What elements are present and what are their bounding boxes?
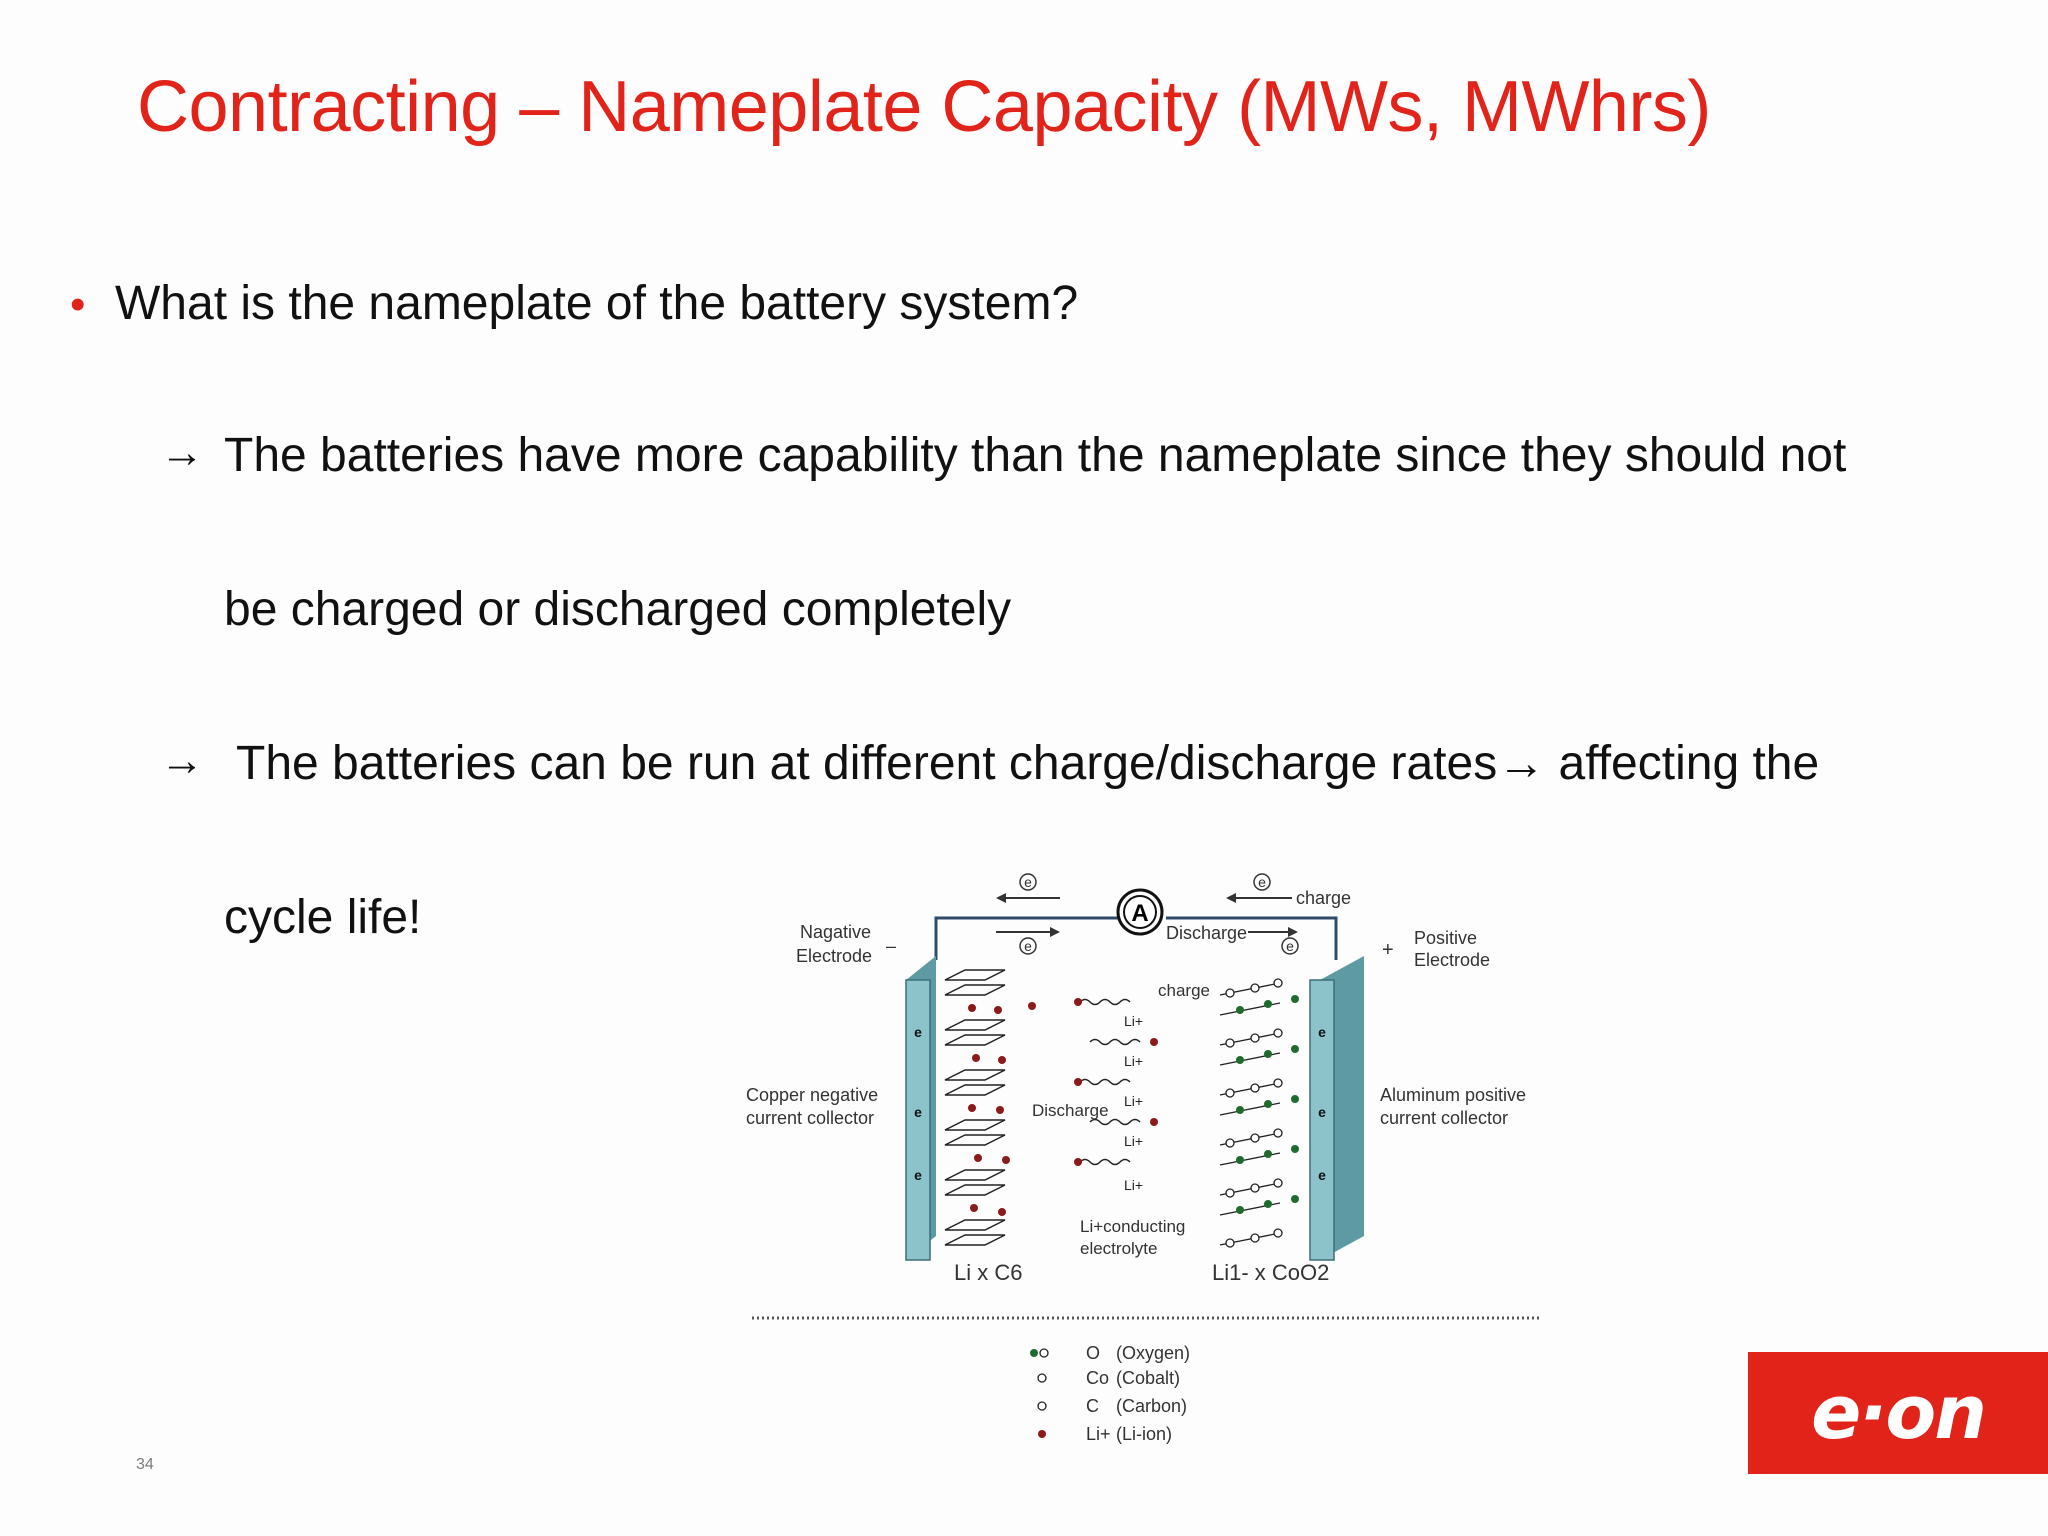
slide-title: Contracting – Nameplate Capacity (MWs, M… <box>137 67 1711 147</box>
sub-point-2-text-a: The batteries can be run at different ch… <box>236 737 1498 790</box>
eon-logo-text: e·on <box>1811 1370 1987 1456</box>
negative-electrode-label: Nagative <box>800 922 871 942</box>
battery-diagram: A e e e e charge Dis <box>740 860 1550 1460</box>
electron-arrows: e e e e <box>996 873 1299 955</box>
li-ions-anode <box>968 1002 1036 1216</box>
sub-point-2-line-2: cycle life! <box>224 891 422 944</box>
electrolyte-label: electrolyte <box>1080 1239 1157 1258</box>
positive-sign: + <box>1382 939 1394 961</box>
copper-collector-label: current collector <box>746 1108 874 1128</box>
svg-text:e: e <box>1258 874 1266 890</box>
svg-text:Li+: Li+ <box>1124 1053 1143 1069</box>
bullet-text: What is the nameplate of the battery sys… <box>115 277 1079 330</box>
legend-label: (Carbon) <box>1116 1396 1187 1416</box>
battery-diagram-svg: A e e e e charge Dis <box>746 873 1540 1444</box>
legend-label: (Li-ion) <box>1116 1424 1172 1444</box>
svg-text:e: e <box>914 1167 922 1183</box>
svg-text:e: e <box>1024 938 1032 954</box>
sub-point-2-text-b: affecting the <box>1558 737 1820 790</box>
legend-label: (Cobalt) <box>1116 1368 1180 1388</box>
arrow-icon: → <box>1497 737 1546 790</box>
svg-text:e: e <box>1318 1024 1326 1040</box>
bullet-marker: • <box>70 280 86 329</box>
svg-text:Li+: Li+ <box>1124 1177 1143 1193</box>
svg-text:Li+: Li+ <box>1124 1093 1143 1109</box>
cobalt-oxide-layers <box>1219 978 1283 1248</box>
svg-text:e: e <box>1318 1104 1326 1120</box>
li-migration-arrows <box>1079 998 1141 1166</box>
sub-point-1-line-2: be charged or discharged completely <box>224 583 1012 636</box>
svg-text:e: e <box>1318 1167 1326 1183</box>
negative-sign: – <box>886 936 896 956</box>
legend-symbol: C <box>1086 1396 1099 1416</box>
positive-electrode-label: Electrode <box>1414 950 1490 970</box>
anode-formula: Li x C6 <box>954 1260 1022 1285</box>
arrow-icon: → <box>160 736 204 785</box>
ammeter-icon: A <box>1116 888 1164 936</box>
svg-text:e: e <box>1024 874 1032 890</box>
legend-symbol: Li+ <box>1086 1424 1111 1444</box>
discharge-label-top: Discharge <box>1166 923 1247 943</box>
charge-label-top: charge <box>1296 888 1351 908</box>
svg-text:e: e <box>914 1104 922 1120</box>
circuit-wire <box>934 916 1338 960</box>
legend-symbol: O <box>1086 1343 1100 1363</box>
svg-text:Li+: Li+ <box>1124 1133 1143 1149</box>
ammeter-label: A <box>1131 900 1148 927</box>
svg-text:e: e <box>1286 938 1294 954</box>
eon-logo: e·on <box>1748 1352 2048 1474</box>
graphite-layers <box>944 969 1006 1246</box>
aluminum-collector-label: Aluminum positive <box>1380 1085 1526 1105</box>
collector-electrons: e e e e e e <box>914 1024 1326 1183</box>
li-migration-dots <box>1074 998 1158 1166</box>
copper-current-collector <box>905 956 936 1261</box>
electrolyte-label: Li+conducting <box>1080 1217 1185 1236</box>
legend-label: (Oxygen) <box>1116 1343 1190 1363</box>
legend: O (Oxygen) Co (Cobalt) C (Carbon) Li+ (L… <box>1030 1343 1190 1444</box>
charge-label-middle: charge <box>1158 981 1210 1000</box>
discharge-label-middle: Discharge <box>1032 1101 1109 1120</box>
page-number: 34 <box>136 1456 154 1473</box>
svg-text:Li+: Li+ <box>1124 1013 1143 1029</box>
oxygen-atoms <box>1236 995 1299 1214</box>
aluminum-current-collector <box>1309 956 1364 1261</box>
copper-collector-label: Copper negative <box>746 1085 878 1105</box>
legend-symbol: Co <box>1086 1368 1109 1388</box>
arrow-icon: → <box>160 428 204 477</box>
sub-point-2-line-1: The batteries can be run at different ch… <box>236 736 1819 791</box>
cathode-formula: Li1- x CoO2 <box>1212 1260 1329 1285</box>
aluminum-collector-label: current collector <box>1380 1108 1508 1128</box>
sub-point-1-line-1: The batteries have more capability than … <box>224 429 1847 482</box>
positive-electrode-label: Positive <box>1414 928 1477 948</box>
svg-text:e: e <box>914 1024 922 1040</box>
negative-electrode-label: Electrode <box>796 946 872 966</box>
li-ion-labels: Li+ Li+ Li+ Li+ Li+ <box>1124 1013 1143 1193</box>
